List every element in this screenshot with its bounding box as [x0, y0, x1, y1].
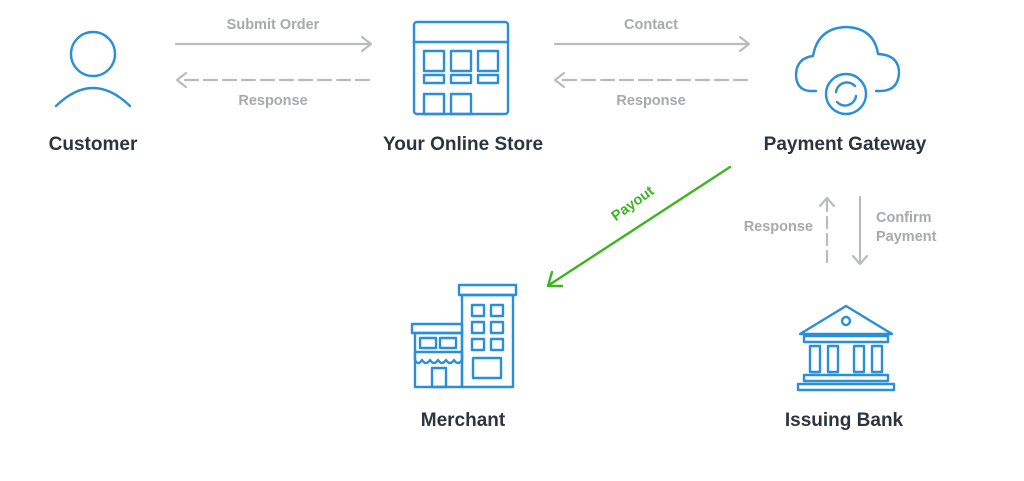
payment-gateway-label: Payment Gateway — [763, 134, 927, 155]
user-icon — [54, 30, 132, 108]
contact-arrow — [553, 35, 751, 53]
online-store-label: Your Online Store — [382, 134, 544, 155]
response-bank-label: Response — [743, 219, 813, 235]
issuing-bank-label: Issuing Bank — [784, 410, 904, 431]
payout-arrow — [546, 165, 732, 288]
confirm-payment-line2: Payment — [876, 229, 937, 245]
cloud-sync-icon — [794, 25, 901, 116]
confirm-payment-line1: Confirm — [876, 210, 932, 226]
response-from-bank-arrow — [818, 196, 836, 267]
response-store-label: Response — [616, 93, 686, 109]
confirm-payment-arrow — [851, 195, 869, 266]
bank-icon — [796, 304, 896, 392]
submit-order-label: Submit Order — [226, 17, 320, 33]
response-to-customer-arrow — [175, 71, 372, 89]
response-customer-label: Response — [238, 93, 308, 109]
merchant-building-icon — [410, 283, 518, 389]
response-to-store-arrow — [553, 71, 750, 89]
confirm-payment-label: Confirm Payment — [876, 209, 936, 247]
online-store-icon — [412, 20, 510, 116]
merchant-label: Merchant — [420, 410, 506, 431]
customer-label: Customer — [48, 134, 138, 155]
contact-label: Contact — [624, 17, 678, 33]
submit-order-arrow — [174, 35, 373, 53]
